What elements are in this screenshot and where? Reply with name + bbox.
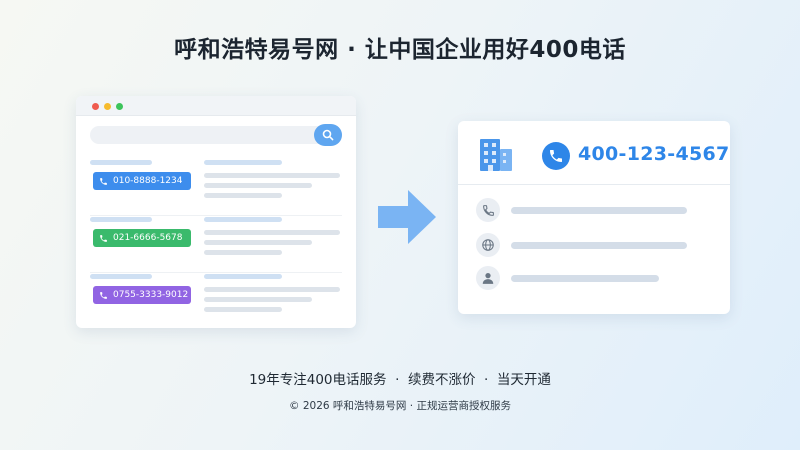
text-line: [204, 307, 282, 312]
close-dot-icon: [92, 103, 99, 110]
footer-copyright: © 2026 呼和浩特易号网 · 正规运营商授权服务: [289, 400, 511, 412]
phone-number-text: 0755-3333-9012: [113, 290, 189, 300]
search-button[interactable]: [314, 124, 342, 146]
info-row-contact: [476, 266, 716, 290]
minimize-dot-icon: [104, 103, 111, 110]
browser-mockup: 010-8888-1234 021-6666-5678 0755-3333-90…: [76, 96, 356, 328]
divider: [90, 272, 342, 273]
tagline: 19年专注400电话服务 · 续费不涨价 · 当天开通: [249, 372, 551, 388]
phone-icon: [100, 177, 107, 185]
search-result-item[interactable]: 0755-3333-9012: [90, 274, 342, 324]
text-line: [204, 193, 282, 198]
phone-number-badge: 010-8888-1234: [93, 172, 191, 190]
text-line: [204, 183, 312, 188]
phone-icon: [476, 198, 500, 222]
text-line: [204, 217, 282, 222]
info-line-placeholder: [511, 207, 687, 214]
phone-number-text: 021-6666-5678: [113, 233, 183, 243]
phone-call-icon: [542, 142, 570, 170]
search-icon: [322, 129, 334, 141]
search-result-item[interactable]: 010-8888-1234: [90, 160, 342, 216]
info-line-placeholder: [511, 242, 687, 249]
phone-icon: [100, 234, 107, 242]
search-input[interactable]: [90, 126, 342, 144]
phone-icon: [100, 291, 107, 299]
phone-number-text: 010-8888-1234: [113, 176, 183, 186]
info-row-website: [476, 233, 716, 257]
hotline-number: 400-123-4567: [578, 143, 730, 165]
result-title-placeholder: [90, 217, 152, 222]
phone-number-badge: 021-6666-5678: [93, 229, 191, 247]
page-title: 呼和浩特易号网 · 让中国企业用好400电话: [174, 37, 626, 63]
result-title-placeholder: [90, 160, 152, 165]
text-line: [204, 240, 312, 245]
text-line: [204, 173, 340, 178]
info-line-placeholder: [511, 275, 659, 282]
maximize-dot-icon: [116, 103, 123, 110]
phone-number-badge: 0755-3333-9012: [93, 286, 191, 304]
browser-title-bar: [76, 96, 356, 116]
text-line: [204, 160, 282, 165]
user-icon: [476, 266, 500, 290]
arrow-right-icon: [378, 190, 436, 244]
building-icon: [480, 139, 512, 171]
globe-icon: [476, 233, 500, 257]
text-line: [204, 287, 340, 292]
info-row-phone: [476, 198, 716, 222]
text-line: [204, 230, 340, 235]
divider: [90, 215, 342, 216]
company-card: 400-123-4567: [458, 121, 730, 314]
text-line: [204, 250, 282, 255]
card-header: 400-123-4567: [458, 121, 730, 185]
text-line: [204, 274, 282, 279]
search-result-item[interactable]: 021-6666-5678: [90, 217, 342, 273]
result-title-placeholder: [90, 274, 152, 279]
text-line: [204, 297, 312, 302]
